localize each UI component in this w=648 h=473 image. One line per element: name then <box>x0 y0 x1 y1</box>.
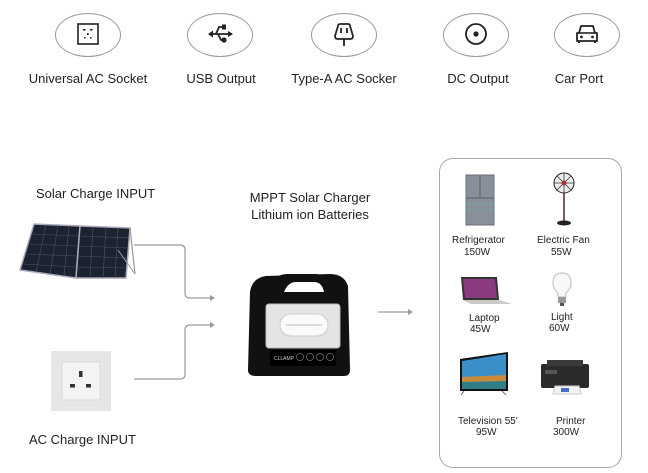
usb-icon <box>208 24 233 43</box>
appliance-watt: 55W <box>551 247 572 258</box>
port-dc <box>443 13 509 57</box>
device-title-line2: Lithium ion Batteries <box>251 207 369 222</box>
appliance-name: Laptop <box>469 313 500 324</box>
appliance-watt: 150W <box>464 247 491 258</box>
appliance-watt: 300W <box>553 427 580 438</box>
television-image <box>460 352 508 396</box>
printer-image <box>541 360 589 395</box>
arrowhead <box>210 322 215 328</box>
ac-input-label: AC Charge INPUT <box>29 432 136 447</box>
port-universal-ac <box>55 13 121 57</box>
electric-fan-image <box>553 172 575 226</box>
port-type-a <box>311 13 377 57</box>
appliance-name: Refrigerator <box>452 235 505 246</box>
appliance-watt: 45W <box>470 324 491 335</box>
port-label: USB Output <box>186 71 256 86</box>
laptop-image <box>461 277 512 304</box>
appliance-name: Television 55' <box>458 416 518 427</box>
refrigerator-image <box>465 174 495 226</box>
port-usb <box>187 13 253 57</box>
port-label: Car Port <box>554 71 604 86</box>
appliance-name: Electric Fan <box>537 235 590 246</box>
solar-input-label: Solar Charge INPUT <box>36 186 156 201</box>
port-oval <box>311 13 377 57</box>
appliance-name: Light <box>551 312 573 323</box>
appliance-name: Printer <box>556 416 586 427</box>
solar-charger-device-image: CLLAMP <box>248 274 350 376</box>
device-brand: CLLAMP <box>274 356 295 362</box>
arrowhead <box>210 295 215 301</box>
port-oval <box>187 13 253 57</box>
solar-panel-image <box>19 223 136 279</box>
appliance-watt: 60W <box>549 323 570 334</box>
port-label: Universal AC Socket <box>28 71 148 86</box>
arrowhead <box>408 309 413 315</box>
ac-to-device-arrow <box>134 324 210 380</box>
port-label: Type-A AC Socker <box>291 71 397 86</box>
port-car <box>554 13 620 57</box>
universal-socket-icon <box>77 23 99 45</box>
car-icon <box>576 25 598 43</box>
device-title-line1: MPPT Solar Charger <box>249 190 371 205</box>
wall-socket-image <box>51 351 111 411</box>
solar-to-device-arrow <box>134 244 210 299</box>
device-title: MPPT Solar Charger Lithium ion Batteries <box>240 189 380 223</box>
appliance-watt: 95W <box>476 427 497 438</box>
dc-port-icon <box>465 23 487 45</box>
light-bulb-image <box>552 272 572 306</box>
port-oval <box>554 13 620 57</box>
type-a-plug-icon <box>334 23 354 46</box>
port-label: DC Output <box>447 71 509 86</box>
